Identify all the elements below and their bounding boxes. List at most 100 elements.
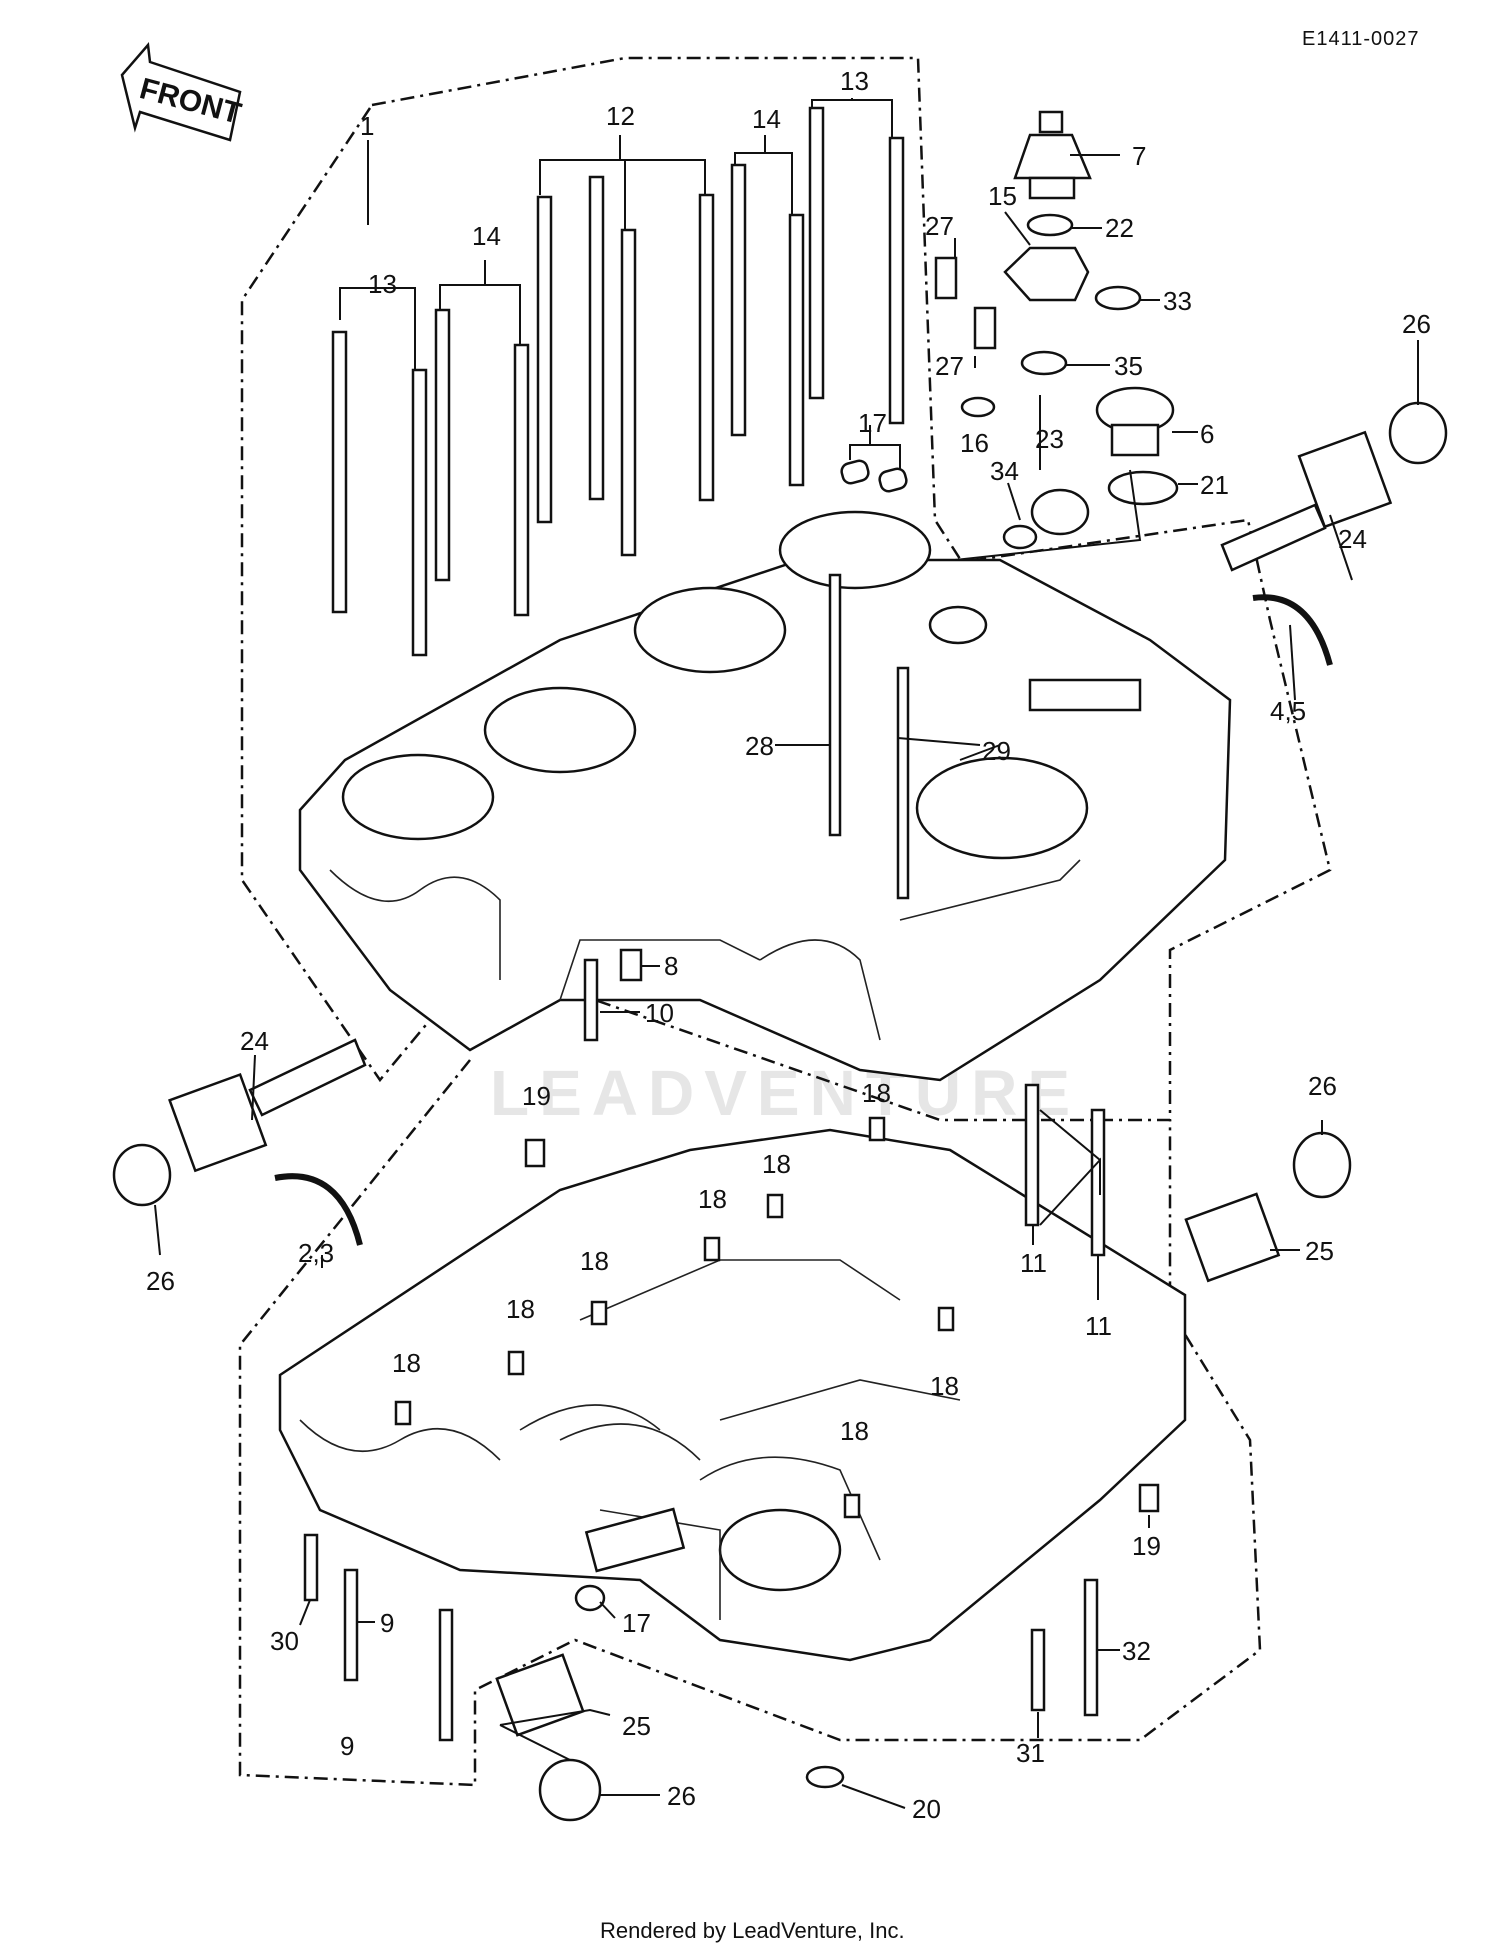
callout-label: 21 — [1200, 470, 1229, 500]
dowel — [843, 1493, 861, 1519]
callout-label: 33 — [1163, 286, 1192, 316]
shaft-lower — [112, 1038, 367, 1207]
upper-crankcase — [298, 510, 1232, 1082]
callout-label: 27 — [935, 351, 964, 381]
bolt — [1030, 1628, 1046, 1712]
bolt — [1024, 1083, 1040, 1227]
lower-crankcase — [278, 1128, 1187, 1662]
callout-label: 18 — [506, 1294, 535, 1324]
shaft-upper — [1220, 401, 1448, 572]
dowel — [766, 1193, 784, 1219]
o-ring — [1020, 350, 1068, 376]
watermark: LEADVENTURE — [490, 1057, 1080, 1129]
callout-label: 2,3 — [298, 1238, 334, 1268]
callout-label: 13 — [368, 269, 397, 299]
cap — [538, 1758, 602, 1822]
plug-bolt — [973, 306, 997, 350]
oil-passage-block — [1003, 246, 1090, 302]
callout-label: 18 — [698, 1184, 727, 1214]
callout-label: 11 — [1085, 1311, 1112, 1341]
dowel — [937, 1306, 955, 1332]
callout-label: 26 — [667, 1781, 696, 1811]
o-ring — [1107, 470, 1179, 506]
callout-label: 32 — [1122, 1636, 1151, 1666]
leader-lines — [154, 98, 1419, 1809]
callout-label: 17 — [858, 408, 887, 438]
callout-label: 31 — [1016, 1738, 1045, 1768]
callout-label: 26 — [1402, 309, 1431, 339]
cap — [1292, 1131, 1352, 1199]
callout-label: 9 — [340, 1731, 354, 1761]
bearing-shell — [1252, 594, 1333, 666]
callout-label: 7 — [1132, 141, 1146, 171]
callout-label: 19 — [522, 1081, 551, 1111]
callout-label: 18 — [580, 1246, 609, 1276]
callout-label: 26 — [146, 1266, 175, 1296]
callout-label: 18 — [762, 1149, 791, 1179]
upper-group-boundary — [240, 56, 1332, 1122]
lower-group-boundary — [238, 1059, 1262, 1787]
callout-label: 26 — [1308, 1071, 1337, 1101]
bolt — [303, 1533, 319, 1602]
dowel — [590, 1300, 608, 1326]
callout-label: 15 — [988, 181, 1017, 211]
callout-label: 16 — [960, 428, 989, 458]
o-ring — [1026, 213, 1074, 237]
callout-label: 9 — [380, 1608, 394, 1638]
callout-label: 4,5 — [1270, 696, 1306, 726]
callout-label: 19 — [1132, 1531, 1161, 1561]
bolt — [438, 1608, 454, 1742]
callout-label: 1 — [360, 111, 374, 141]
oil-filler-cap — [1095, 386, 1175, 457]
dowel — [507, 1350, 525, 1376]
dowel — [1138, 1483, 1160, 1513]
callout-label: 12 — [606, 101, 635, 131]
dowel — [703, 1236, 721, 1262]
callout-label: 18 — [840, 1416, 869, 1446]
callout-label: 18 — [930, 1371, 959, 1401]
callout-label: 28 — [745, 731, 774, 761]
o-ring — [1002, 524, 1038, 550]
washer — [805, 1765, 845, 1789]
bolt — [1083, 1578, 1099, 1717]
callout-label: 22 — [1105, 213, 1134, 243]
o-ring — [1094, 285, 1142, 311]
callout-label: 25 — [622, 1711, 651, 1741]
bolt — [343, 1568, 359, 1682]
callout-label: 27 — [925, 211, 954, 241]
callout-label: 11 — [1020, 1248, 1047, 1278]
dowel — [868, 1116, 886, 1142]
cylinder-studs — [331, 106, 910, 900]
dowel-pin — [840, 459, 870, 485]
bolt — [583, 958, 599, 1042]
callout-label: 14 — [752, 104, 781, 134]
bolt — [1090, 1108, 1106, 1257]
footer-credit: Rendered by LeadVenture, Inc. — [600, 1918, 905, 1943]
callout-labels: 1 12 13 13 14 14 7 15 22 27 27 33 35 16 … — [146, 66, 1431, 1824]
callout-label: 10 — [645, 998, 674, 1028]
callout-label: 8 — [664, 951, 678, 981]
callout-label: 24 — [240, 1026, 269, 1056]
callout-label: 30 — [270, 1626, 299, 1656]
front-arrow-icon: FRONT — [120, 42, 245, 142]
dowel — [574, 1584, 606, 1612]
callout-label: 23 — [1035, 424, 1064, 454]
callout-label: 20 — [912, 1794, 941, 1824]
diagram-code: E1411-0027 — [1302, 28, 1420, 50]
callout-label: 13 — [840, 66, 869, 96]
bearing-shell — [274, 1173, 363, 1246]
dowel-pin — [878, 467, 908, 493]
rotor — [1184, 1192, 1281, 1283]
callout-label: 35 — [1114, 351, 1143, 381]
callout-label: 6 — [1200, 419, 1214, 449]
callout-label: 14 — [472, 221, 501, 251]
plug-bolt — [934, 256, 958, 300]
callout-label: 25 — [1305, 1236, 1334, 1266]
dowel — [524, 1138, 546, 1168]
callout-label: 29 — [982, 736, 1011, 766]
drain-plug — [1030, 488, 1090, 536]
callout-label: 24 — [1338, 524, 1367, 554]
washer — [960, 396, 996, 418]
bolt — [619, 948, 643, 982]
